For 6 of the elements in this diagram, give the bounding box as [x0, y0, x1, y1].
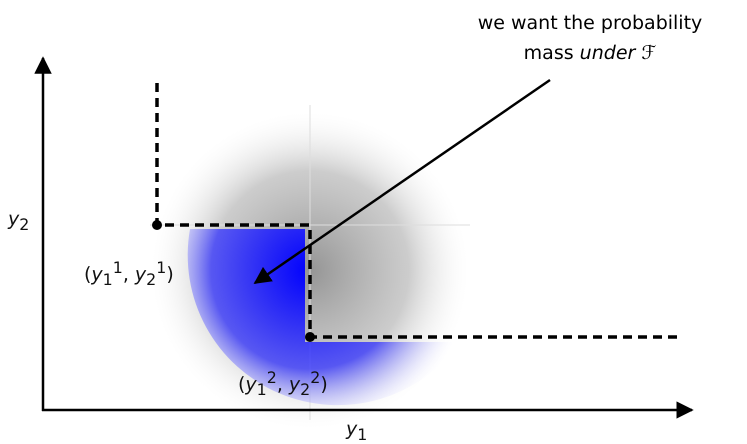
point-label: (y$_{1}$$^{2}$, y$_{2}$$^{2}$) — [238, 368, 328, 400]
axis-label: y$_{2}$ — [8, 208, 30, 234]
point-label: (y$_{1}$$^{1}$, y$_{2}$$^{1}$) — [84, 258, 174, 290]
annotation-text: we want the probability mass under ℱ — [460, 8, 720, 68]
leader-line — [254, 78, 551, 284]
axis-label: y$_{1}$ — [346, 418, 368, 444]
